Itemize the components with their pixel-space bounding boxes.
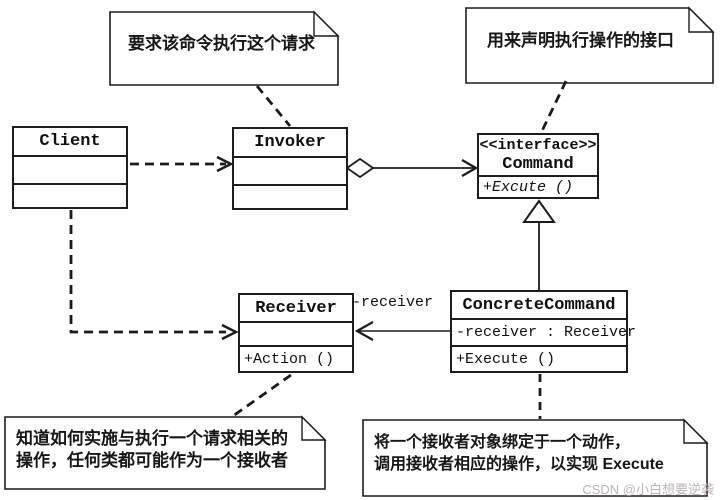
note-invoker-anchor — [255, 85, 292, 127]
class-receiver-name: Receiver — [255, 298, 337, 318]
class-receiver-attributes — [240, 321, 352, 345]
aggregation-diamond — [345, 157, 375, 179]
class-invoker-name: Invoker — [254, 133, 326, 152]
note-fold — [313, 10, 340, 37]
class-receiver: Receiver +Action () — [238, 293, 354, 373]
csdn-watermark: CSDN @小白想要逆袭 — [582, 482, 714, 497]
class-invoker-attributes — [234, 156, 346, 184]
concrete-command-generalization — [522, 199, 556, 290]
class-concrete-command-attributes: -receiver : Receiver — [452, 318, 636, 345]
note-receiver-anchor — [232, 373, 292, 418]
note-command-text: 用来声明执行操作的接口 — [487, 31, 674, 50]
arrowhead — [221, 323, 239, 341]
note-command-anchor — [540, 80, 568, 132]
arrowhead — [354, 321, 374, 341]
note-receiver-line2: 操作，任何类都可能作为一个接收者 — [16, 451, 288, 470]
note-invoker-outline — [109, 10, 340, 86]
class-client-name: Client — [39, 132, 101, 151]
note-receiver-text: 知道如何实施与执行一个请求相关的 操作，任何类都可能作为一个接收者 — [16, 428, 288, 472]
class-receiver-operations: +Action () — [240, 345, 352, 371]
class-command-interface: <<interface>> Command +Excute () — [477, 133, 599, 199]
note-concrete-command-line2: 调用接收者相应的操作，以实现 Execute — [374, 456, 664, 473]
class-command-operations: +Excute () — [479, 175, 597, 198]
class-concrete-command-operations: +Execute () — [452, 345, 626, 371]
client-invoker-dependency — [130, 155, 234, 173]
note-fold — [688, 6, 715, 33]
client-receiver-dependency — [69, 210, 239, 341]
class-command-header: <<interface>> Command — [479, 135, 597, 175]
note-concrete-command-text: 将一个接收者对象绑定于一个动作， 调用接收者相应的操作，以实现 Execute — [374, 432, 664, 476]
class-client-operations — [14, 183, 126, 207]
note-receiver-outline — [4, 415, 327, 490]
note-command-outline — [465, 6, 715, 84]
note-concrete-command-line1: 将一个接收者对象绑定于一个动作， — [374, 434, 631, 451]
receiver-role-label: -receiver — [352, 294, 434, 311]
arrowhead — [216, 155, 234, 173]
invoker-command-aggregation — [345, 157, 479, 179]
generalization-triangle — [522, 199, 556, 223]
note-fold — [683, 418, 709, 444]
class-command-name: Command — [502, 154, 574, 174]
note-invoker-text: 要求该命令执行这个请求 — [128, 34, 315, 53]
class-client-attributes — [14, 155, 126, 183]
class-concrete-command: ConcreteCommand -receiver : Receiver +Ex… — [450, 290, 636, 373]
class-invoker-operations — [234, 184, 346, 208]
note-receiver-line1: 知道如何实施与执行一个请求相关的 — [16, 429, 288, 448]
note-fold — [301, 415, 327, 441]
class-client: Client — [12, 126, 128, 209]
class-concrete-command-name: ConcreteCommand — [462, 295, 616, 315]
class-command-stereotype: <<interface>> — [479, 136, 597, 154]
arrowhead — [461, 159, 479, 177]
class-invoker: Invoker — [232, 127, 348, 210]
note-concrete-command-outline — [362, 418, 709, 497]
concrete-command-receiver-association — [354, 321, 450, 341]
